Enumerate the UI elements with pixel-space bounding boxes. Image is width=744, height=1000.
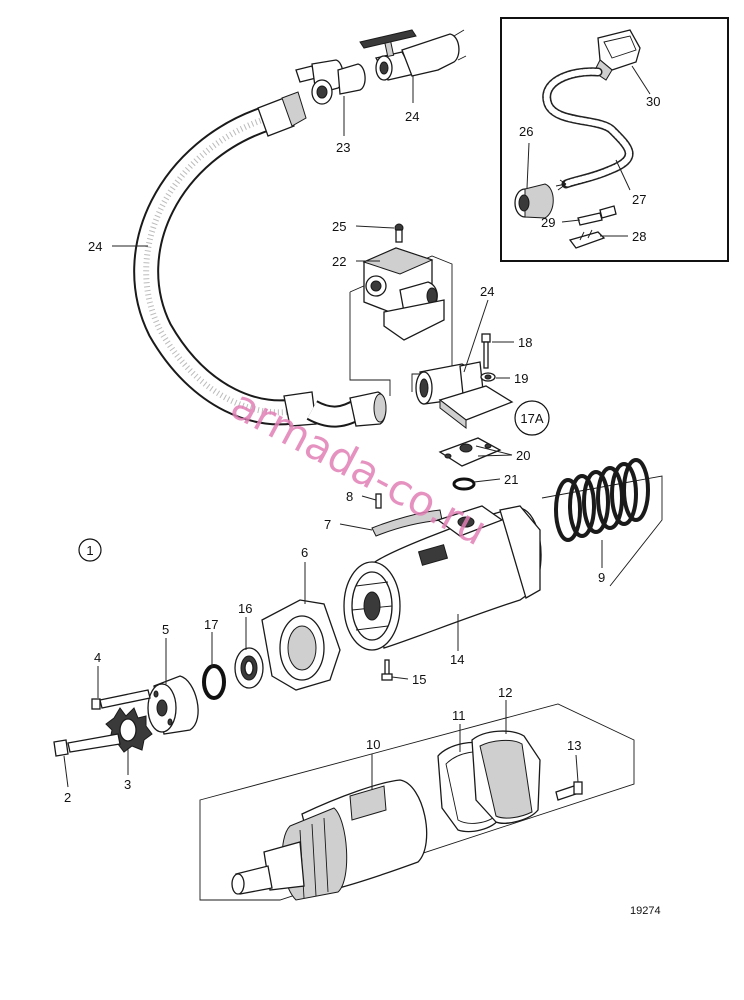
callout-24-mid: 24 [480, 284, 494, 299]
callout-24-top: 24 [405, 109, 419, 124]
callout-17a-marker: 17A [514, 400, 550, 436]
callout-18: 18 [518, 335, 532, 350]
callout-30: 30 [646, 94, 660, 109]
callout-21: 21 [504, 472, 518, 487]
part-22-valve-block [349, 223, 453, 396]
callout-23: 23 [336, 140, 350, 155]
part-13-screw [555, 781, 583, 801]
callout-5: 5 [162, 622, 169, 637]
callout-6: 6 [301, 545, 308, 560]
part-17-seal [202, 664, 226, 700]
callout-17a: 17A [520, 411, 543, 426]
callout-4: 4 [94, 650, 101, 665]
callout-26: 26 [519, 124, 533, 139]
part-16-bearing [234, 647, 264, 689]
part-15-bolt [381, 659, 393, 681]
callout-24-left: 24 [88, 239, 102, 254]
part-19-washer [480, 372, 496, 382]
part-24-ball-valve [359, 29, 467, 81]
part-10-motor [199, 703, 635, 901]
part-4-bolt [91, 689, 151, 710]
part-24-hose [133, 91, 387, 428]
part-8-screw [375, 493, 382, 509]
callout-25: 25 [332, 219, 346, 234]
part-9-spring [541, 458, 663, 587]
drawing-number: 19274 [630, 905, 661, 917]
callout-10: 10 [366, 737, 380, 752]
part-24-elbow-fitting [415, 361, 514, 430]
callout-3: 3 [124, 777, 131, 792]
callout-19: 19 [514, 371, 528, 386]
callout-15: 15 [412, 672, 426, 687]
callout-11: 11 [452, 708, 466, 723]
part-29-pin [577, 205, 617, 226]
part-6-flange-plate [261, 599, 341, 691]
callout-29: 29 [541, 215, 555, 230]
callout-7: 7 [324, 517, 331, 532]
part-26-grommet [514, 183, 554, 219]
callout-2: 2 [64, 790, 71, 805]
part-18-bolt [481, 333, 491, 369]
part-23-fitting [295, 59, 366, 105]
callout-13: 13 [567, 738, 581, 753]
part-12-cover [471, 730, 541, 824]
callout-12: 12 [498, 685, 512, 700]
part-14-housing [343, 505, 542, 651]
section-marker-label: 1 [86, 543, 93, 558]
callout-17: 17 [204, 617, 218, 632]
callout-14: 14 [450, 652, 464, 667]
leader-lines [63, 76, 603, 790]
callout-22: 22 [332, 254, 346, 269]
callout-8: 8 [346, 489, 353, 504]
callout-labels: 30 26 27 29 28 24 23 24 25 22 24 18 19 1… [64, 94, 661, 917]
part-21-o-ring [452, 477, 476, 491]
part-20-flange [438, 437, 502, 467]
callout-20: 20 [516, 448, 530, 463]
section-marker: 1 [78, 538, 102, 562]
part-5-drive-flange [147, 675, 199, 735]
callout-27: 27 [632, 192, 646, 207]
part-27-corrugated-cable [542, 67, 634, 191]
part-28-terminal [568, 229, 606, 249]
callout-28: 28 [632, 229, 646, 244]
callout-16: 16 [238, 601, 252, 616]
part-30-connector-plug [593, 29, 641, 81]
part-2-bolt [53, 733, 121, 757]
inset-frame [500, 17, 729, 262]
callout-9: 9 [598, 570, 605, 585]
wiring-inset [500, 17, 729, 262]
